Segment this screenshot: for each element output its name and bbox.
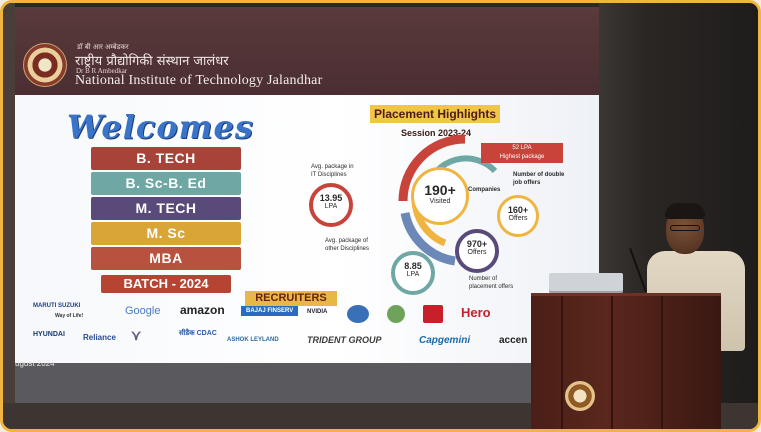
other-package-caption: Avg. package of other Disciplines (325, 238, 370, 252)
double-offers-unit: Offers (508, 215, 528, 222)
logo-capgemini: Capgemini (419, 335, 471, 346)
program-mtech: M. TECH (91, 197, 241, 220)
welcome-heading: Welcomes (67, 108, 254, 146)
it-package-caption: Avg. package in IT Disciplines (311, 164, 354, 178)
logo-trident: TRIDENT GROUP (307, 335, 382, 345)
batch-label: BATCH - 2024 (101, 275, 231, 293)
placement-offers-unit: Offers (467, 249, 487, 256)
hindi-institute-name: राष्ट्रीय प्रौद्योगिकी संस्थान जालंधर (75, 54, 229, 69)
program-btech: B. TECH (91, 147, 241, 170)
logo-mahindra-icon: ⋎ (131, 327, 142, 343)
companies-value: 190+ (424, 182, 456, 198)
logo-hp-icon (423, 305, 443, 323)
companies-sub: Visited (429, 198, 451, 205)
podium-panel-line (611, 296, 613, 429)
it-package-circle: 13.95 LPA (309, 183, 353, 227)
institute-banner: डॉ बी आर अम्बेडकर राष्ट्रीय प्रौद्योगिकी… (15, 7, 599, 95)
program-msc: M. Sc (91, 222, 241, 245)
left-wall (3, 3, 15, 429)
other-package-unit: LPA (406, 271, 420, 278)
logo-green-emblem-icon (387, 305, 405, 323)
logo-cdac: सीडैक CDAC (179, 330, 217, 337)
logo-google: Google (125, 305, 161, 317)
placement-offers-caption: Number of placement offers (469, 276, 514, 290)
logo-maruti: MARUTI SUZUKI (33, 303, 81, 309)
placement-session: Session 2023-24 (401, 128, 472, 138)
double-offers-value: 160+ (507, 205, 529, 215)
placement-offers-circle: 970+ Offers (455, 229, 499, 273)
screen-lower-border (15, 363, 599, 403)
companies-label: Companies (468, 187, 501, 193)
logo-bajaj-finserv: BAJAJ FINSERV (241, 306, 299, 316)
ambedkar-line: Dr B R Ambedkar (76, 67, 128, 75)
placement-offers-value: 970+ (466, 239, 488, 249)
projection-screen: डॉ बी आर अम्बेडकर राष्ट्रीय प्रौद्योगिकी… (15, 7, 599, 403)
logo-hyundai: HYUNDAI (33, 331, 65, 338)
placement-title: Placement Highlights (370, 105, 500, 123)
institute-seal-icon (23, 43, 67, 87)
logo-l-and-t-icon (347, 305, 369, 323)
speaker-hair (665, 203, 705, 219)
hindi-subtitle: डॉ बी आर अम्बेडकर (77, 43, 129, 51)
logo-reliance: Reliance (83, 333, 116, 342)
logo-hero: Hero (461, 305, 491, 320)
companies-circle: 190+ Visited (411, 167, 469, 225)
podium-emblem-icon (565, 381, 595, 411)
highest-package-tag: 52 LPA Highest package (481, 143, 563, 163)
program-bsc-bed: B. Sc-B. Ed (91, 172, 241, 195)
double-offers-caption: Number of double job offers (513, 172, 565, 186)
speaker-glasses (670, 225, 700, 231)
logo-maruti-tagline: Way of Life! (55, 313, 84, 319)
logo-nvidia: NVIDIA (307, 309, 328, 315)
program-mba: MBA (91, 247, 241, 270)
other-package-circle: 8.85 LPA (391, 251, 435, 295)
podium-panel-line (561, 296, 563, 429)
laptop (549, 273, 623, 293)
other-package-value: 8.85 (404, 261, 422, 271)
recruiters-title: RECRUITERS (245, 291, 337, 306)
podium (531, 293, 721, 429)
podium-panel-line (661, 296, 663, 429)
event-date: ugust 2024 (15, 359, 55, 368)
logo-accenture: accen (499, 335, 528, 346)
recruiter-logos: MARUTI SUZUKI Way of Life! Google amazon… (15, 303, 599, 357)
it-package-unit: LPA (324, 203, 338, 210)
program-list: B. TECH B. Sc-B. Ed M. TECH M. Sc MBA (91, 147, 241, 272)
institute-name: National Institute of Technology Jalandh… (75, 73, 323, 88)
logo-amazon: amazon (180, 303, 225, 317)
logo-ashok-leyland: ASHOK LEYLAND (227, 337, 279, 343)
it-package-value: 13.95 (319, 193, 343, 203)
double-offers-circle: 160+ Offers (497, 195, 539, 237)
